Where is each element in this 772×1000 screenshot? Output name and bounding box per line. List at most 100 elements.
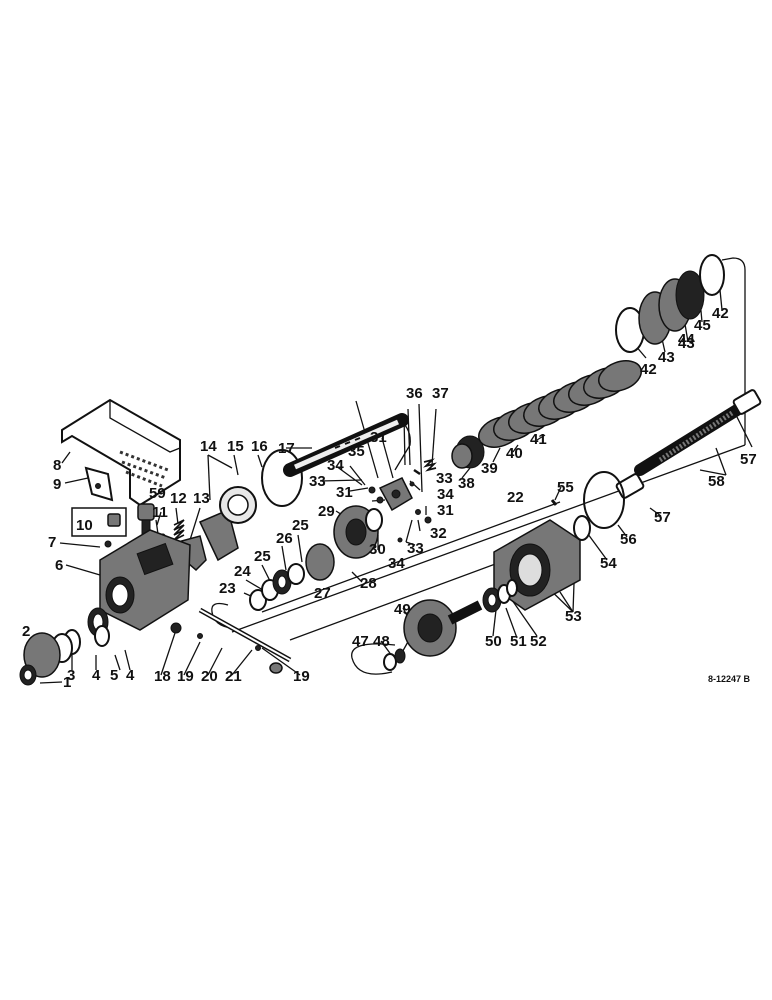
leader-lines	[29, 289, 753, 684]
callout-33c: 33	[407, 540, 424, 557]
callout-36: 36	[406, 385, 423, 402]
transmission-housing	[99, 529, 191, 631]
plug-7	[104, 540, 112, 548]
callout-25b: 25	[292, 517, 309, 534]
callout-39: 39	[481, 460, 498, 477]
callout-50: 50	[485, 633, 502, 650]
callout-4a: 4	[92, 667, 101, 684]
small-hardware-31-34	[368, 468, 432, 543]
shift-rail	[170, 607, 292, 674]
callout-55: 55	[557, 479, 574, 496]
callout-21: 21	[225, 668, 242, 685]
callout-26: 26	[276, 530, 293, 547]
spring	[173, 519, 185, 541]
callout-47: 47	[352, 633, 369, 650]
output-gear-49	[403, 599, 483, 657]
callout-43a: 43	[658, 349, 675, 366]
callout-37: 37	[432, 385, 449, 402]
snap-ring-5	[94, 625, 110, 647]
callout-44: 44	[678, 331, 695, 348]
callout-58: 58	[708, 473, 725, 490]
mounting-bracket	[84, 466, 114, 502]
clutch-rings-23-27	[249, 543, 335, 611]
bearings-50-52	[482, 579, 518, 613]
callout-52: 52	[530, 633, 547, 650]
callout-4b: 4	[126, 667, 135, 684]
callout-48: 48	[373, 633, 390, 650]
seal-54	[573, 515, 591, 541]
input-housing-gaskets	[198, 449, 303, 562]
callout-15: 15	[227, 438, 244, 455]
callout-34b: 34	[437, 486, 454, 503]
callout-40: 40	[506, 445, 523, 462]
callout-10: 10	[76, 517, 93, 534]
callout-33a: 33	[309, 473, 326, 490]
callout-1: 1	[63, 674, 71, 691]
callout-7: 7	[48, 534, 56, 551]
callout-5: 5	[110, 667, 118, 684]
callout-28: 28	[360, 575, 377, 592]
callout-32: 32	[430, 525, 447, 542]
pressure-plates-42-45	[615, 254, 725, 353]
callout-42a: 42	[640, 361, 657, 378]
callout-6: 6	[55, 557, 63, 574]
input-shaft	[283, 413, 409, 477]
callout-42b: 42	[712, 305, 729, 322]
callout-38: 38	[458, 475, 475, 492]
spring-36-37	[423, 458, 437, 472]
seal-30	[365, 508, 383, 532]
callout-16: 16	[251, 438, 268, 455]
ring-47-48	[383, 648, 406, 671]
callout-57b: 57	[654, 509, 671, 526]
callout-22: 22	[507, 489, 524, 506]
callout-20: 20	[201, 668, 218, 685]
callout-17: 17	[278, 440, 295, 457]
callout-57a: 57	[740, 451, 757, 468]
callout-12: 12	[170, 490, 187, 507]
callout-31b: 31	[336, 484, 353, 501]
gasket-56	[583, 471, 625, 529]
stud-55	[550, 499, 558, 506]
callout-18: 18	[154, 668, 171, 685]
output-shaft-58	[615, 389, 762, 499]
callout-43b: 43	[678, 335, 695, 352]
callout-31a: 31	[370, 429, 387, 446]
callout-45: 45	[694, 317, 711, 334]
callout-9: 9	[53, 476, 61, 493]
drawing-reference-code: 8-12247 B	[708, 674, 751, 684]
callout-11: 11	[152, 504, 168, 521]
callout-51: 51	[510, 633, 527, 650]
callout-41: 41	[530, 431, 547, 448]
bearing-cap	[19, 632, 61, 686]
callout-53: 53	[565, 608, 582, 625]
callout-25a: 25	[254, 548, 271, 565]
callout-35: 35	[348, 443, 365, 460]
callout-49: 49	[394, 601, 411, 618]
callout-56: 56	[620, 531, 637, 548]
callout-3: 3	[67, 667, 75, 684]
splined-hub-38	[451, 435, 485, 469]
callout-34c: 34	[388, 555, 405, 572]
callout-31c: 31	[437, 502, 454, 519]
clutch-disc-pack	[478, 360, 642, 448]
callout-2: 2	[22, 623, 30, 640]
callout-8: 8	[53, 457, 61, 474]
gear-guard-cover	[61, 398, 181, 507]
callout-14: 14	[200, 438, 217, 455]
callout-13: 13	[193, 490, 210, 507]
callout-59: 59	[149, 485, 166, 502]
callout-27: 27	[314, 585, 331, 602]
callout-29: 29	[318, 503, 335, 520]
callout-33b: 33	[436, 470, 453, 487]
callout-19b: 19	[293, 668, 310, 685]
filler-plug	[137, 503, 155, 535]
callout-labels: 1 2 3 4 4 5 6 7 8 9 10 11 12 13 14 15 16…	[22, 305, 757, 691]
callout-24: 24	[234, 563, 251, 580]
retainer-plate-35	[378, 477, 413, 512]
callout-23: 23	[219, 580, 236, 597]
callout-30: 30	[369, 541, 386, 558]
callout-54: 54	[600, 555, 617, 572]
callout-34a: 34	[327, 457, 344, 474]
callout-19a: 19	[177, 668, 194, 685]
